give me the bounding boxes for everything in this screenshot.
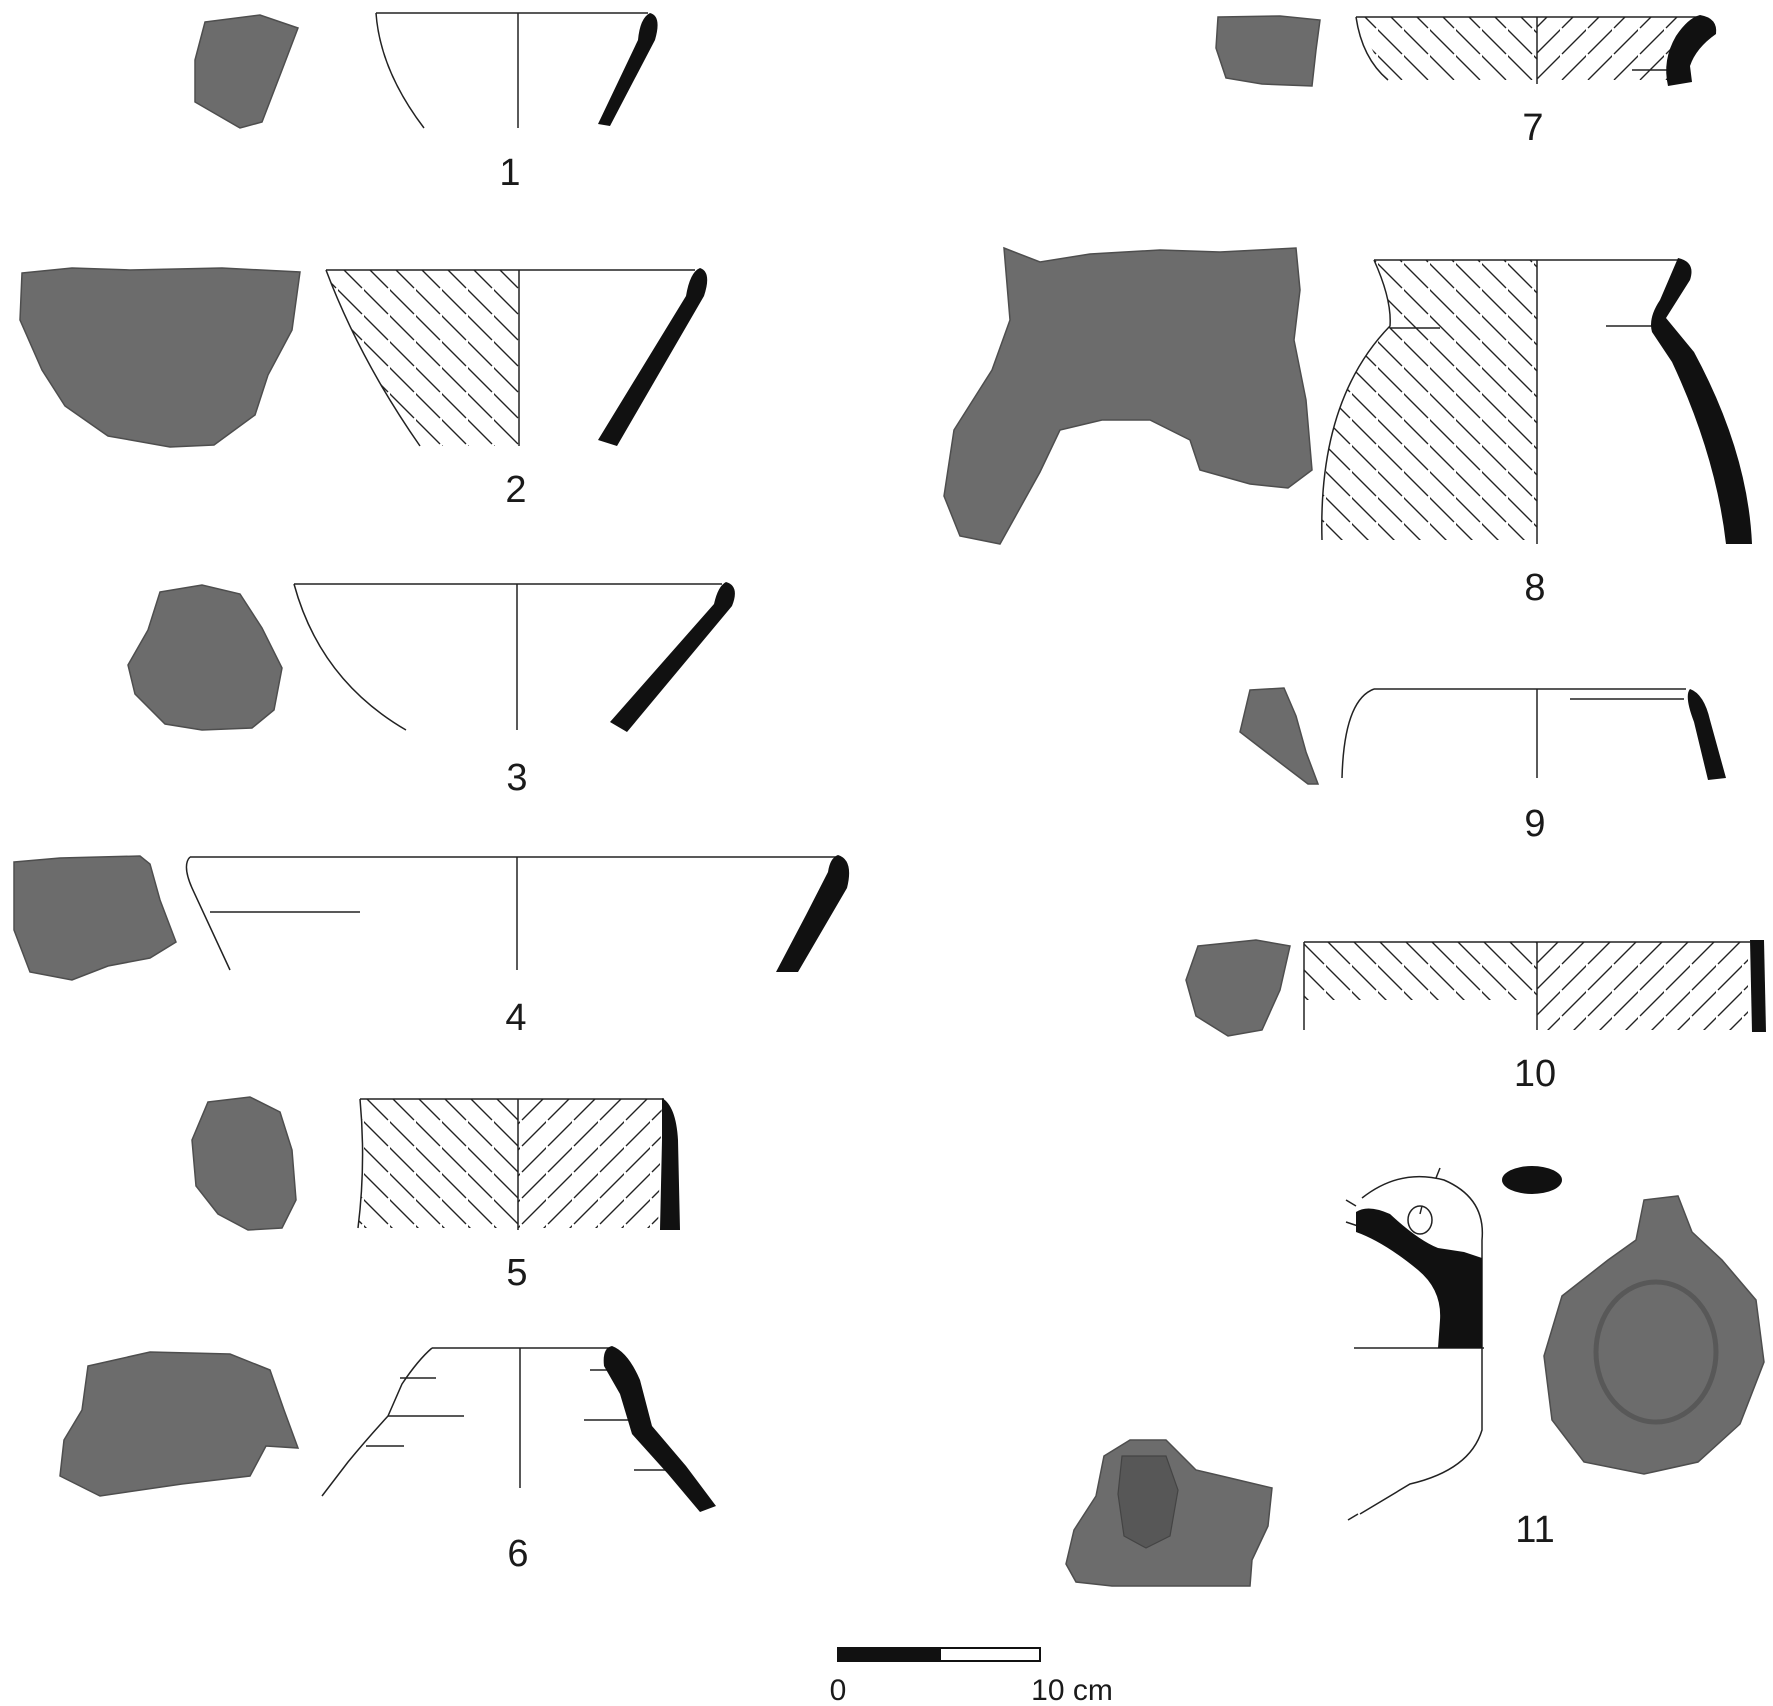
sherd-photo-7 (1215, 15, 1321, 87)
sherd-photo-2 (19, 267, 301, 448)
label-8: 8 (1524, 567, 1545, 609)
scale-bar: 0 10 cm (830, 1647, 1113, 1706)
label-5: 5 (506, 1252, 527, 1294)
label-4: 4 (505, 997, 526, 1039)
profile-drawing-1 (375, 12, 658, 129)
profile-drawing-7 (1355, 15, 1717, 86)
item-8: 8 (943, 246, 1752, 609)
section-1 (598, 13, 658, 126)
label-11: 11 (1515, 1509, 1554, 1551)
sherd-photo-11-ring (1593, 1279, 1719, 1425)
label-2: 2 (505, 469, 526, 511)
sherd-photo-11-top (1543, 1195, 1765, 1475)
item-11: 11 (1065, 1166, 1765, 1587)
profile-drawing-5 (357, 1098, 680, 1230)
profile-drawing-2 (325, 268, 708, 447)
item-6: 6 (59, 1346, 716, 1575)
sherd-photo-6 (59, 1351, 300, 1497)
label-9: 9 (1524, 803, 1545, 845)
sherd-photo-9 (1239, 687, 1320, 785)
section-6 (603, 1346, 716, 1512)
profile-drawing-8 (1321, 258, 1752, 544)
profile-drawing-6 (321, 1346, 716, 1512)
sherd-photo-4 (13, 855, 177, 981)
section-3 (610, 582, 735, 732)
label-6: 6 (507, 1533, 528, 1575)
sherd-photo-11-lug (1117, 1455, 1179, 1549)
profile-drawing-9 (1341, 688, 1726, 780)
section-10 (1750, 940, 1766, 1032)
section-8 (1651, 258, 1752, 544)
sherd-photo-1 (194, 14, 299, 129)
item-3: 3 (127, 582, 735, 799)
sherd-photo-3 (127, 584, 283, 731)
sherd-photo-8 (943, 246, 1313, 545)
label-1: 1 (499, 152, 520, 194)
label-7: 7 (1522, 107, 1543, 149)
scale-bar-start-label: 0 (830, 1674, 847, 1706)
section-5 (660, 1098, 680, 1230)
label-10: 10 (1514, 1053, 1556, 1095)
scale-bar-end-label: 10 cm (1031, 1674, 1113, 1706)
profile-drawing-11 (1345, 1166, 1562, 1521)
item-1: 1 (194, 12, 658, 194)
item-4: 4 (13, 855, 850, 1039)
item-9: 9 (1239, 687, 1726, 845)
item-10: 10 (1185, 939, 1766, 1095)
section-7 (1666, 15, 1717, 86)
section-11 (1356, 1208, 1482, 1348)
section-11-handle (1502, 1166, 1562, 1194)
item-5: 5 (191, 1096, 680, 1294)
item-7: 7 (1215, 15, 1717, 149)
section-2 (598, 268, 708, 446)
scale-bar-black (838, 1648, 940, 1661)
section-9 (1687, 689, 1726, 780)
scale-bar-white (939, 1647, 1041, 1662)
profile-drawing-4 (185, 855, 850, 972)
profile-drawing-3 (293, 582, 735, 732)
item-2: 2 (19, 267, 708, 511)
sherd-photo-5 (191, 1096, 297, 1231)
label-3: 3 (506, 757, 527, 799)
section-4 (776, 855, 850, 972)
profile-drawing-10 (1303, 940, 1766, 1032)
sherd-photo-10 (1185, 939, 1291, 1037)
